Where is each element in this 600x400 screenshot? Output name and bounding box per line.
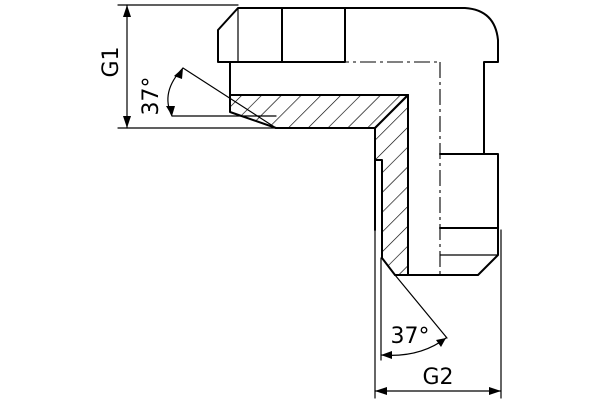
angle-bottom-label: 37° — [391, 324, 430, 349]
hatched-section — [229, 94, 409, 276]
g2-arrow-left — [375, 387, 387, 395]
g1-label: G1 — [99, 46, 124, 77]
angle-bottom-leg-2 — [394, 274, 448, 339]
upper-thread-nut — [217, 7, 346, 63]
angle-bottom-dimension: 37° — [380, 257, 448, 361]
angle-bottom-arrow-2 — [436, 338, 446, 347]
angle-top-label: 37° — [139, 77, 164, 116]
angle-bottom-arrow-1 — [381, 351, 392, 359]
angle-top-arrow-2 — [166, 106, 175, 116]
g1-arrow-top — [123, 5, 131, 17]
body-outline — [344, 7, 499, 155]
g2-arrow-right — [489, 387, 501, 395]
g1-arrow-bottom — [123, 116, 131, 128]
angle-top-dimension: 37° — [139, 67, 277, 129]
angle-top-leg-2 — [182, 67, 277, 129]
lower-thread-nut — [439, 153, 499, 276]
lower-branch — [394, 62, 499, 276]
g1-dimension: G1 — [99, 4, 277, 129]
g2-label: G2 — [422, 365, 453, 390]
angle-top-arrow-1 — [174, 68, 183, 79]
upper-branch — [217, 7, 499, 155]
g2-dimension: G2 — [374, 229, 502, 399]
hatch-vertical — [374, 94, 409, 276]
